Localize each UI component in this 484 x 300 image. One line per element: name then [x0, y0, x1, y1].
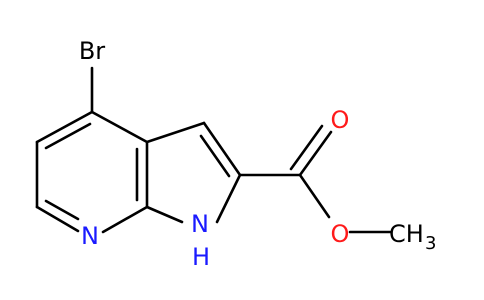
atom-methyl-carbon: CH [389, 220, 424, 248]
atom-ester-oxygen: O [331, 220, 350, 248]
bonds [35, 66, 392, 234]
bond-c2-n1 [215, 173, 242, 224]
bond-c6-n7 [35, 205, 80, 233]
bond-c4-c5-inner [44, 122, 92, 150]
bond-c3a-c4 [90, 110, 149, 144]
bond-c3a-c3 [145, 121, 206, 144]
bond-c3-c2 [202, 121, 242, 177]
atom-pyridine-nitrogen: N [81, 222, 99, 250]
bond-c4-c5 [35, 110, 94, 144]
bond-c3-c2-inner [199, 134, 231, 178]
atom-methyl-subscript: 3 [425, 233, 436, 254]
atom-labels: Br N N H O O CH 3 [79, 37, 437, 271]
bond-n7-c7a [101, 205, 149, 234]
atom-pyrrole-hydrogen: H [192, 243, 210, 271]
bond-n1-c7a [145, 205, 184, 224]
bond-ccarbonyl-o-double-a [298, 130, 333, 177]
bond-c6-n7-inner [44, 199, 80, 221]
atom-carbonyl-oxygen: O [331, 106, 350, 134]
atom-pyrrole-nitrogen: N [191, 210, 209, 238]
bond-ccarbonyl-o-ester [298, 173, 331, 219]
bond-ccarbonyl-o-double-b [289, 124, 324, 171]
atom-bromine: Br [79, 37, 105, 65]
